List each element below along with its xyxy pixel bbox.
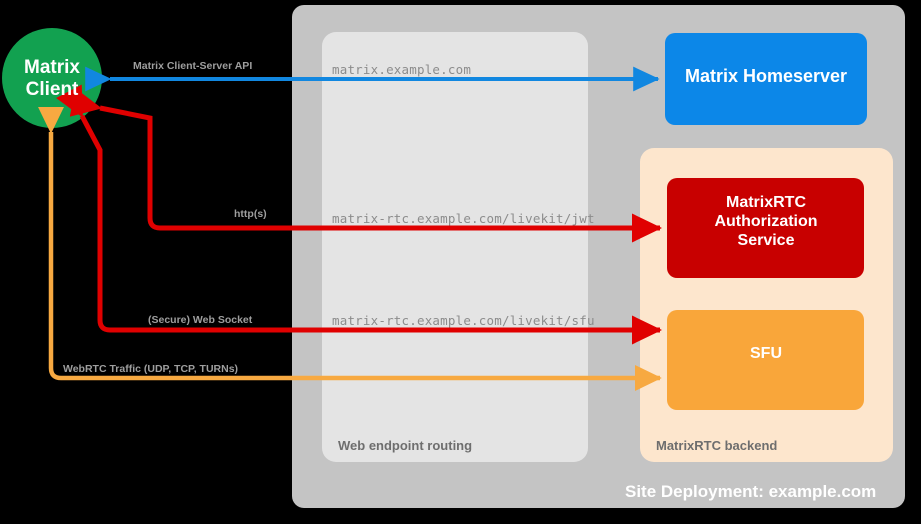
edge-webrtc-line xyxy=(37,106,662,392)
edge-label-jwt: http(s) xyxy=(234,208,267,220)
endpoint-url-jwt: matrix-rtc.example.com/livekit/jwt xyxy=(332,211,595,226)
endpoint-url-sfu: matrix-rtc.example.com/livekit/sfu xyxy=(332,313,595,328)
matrix-client-node[interactable] xyxy=(2,28,102,128)
matrixrtc-backend-label: MatrixRTC backend xyxy=(656,438,778,453)
endpoint-url-matrix: matrix.example.com xyxy=(332,62,472,77)
matrix-homeserver-node[interactable] xyxy=(665,33,867,125)
site-deployment-label: Site Deployment: example.com xyxy=(625,482,877,501)
web-endpoint-routing-box xyxy=(322,32,588,462)
edge-label-websocket: (Secure) Web Socket xyxy=(148,314,253,326)
sfu-node[interactable] xyxy=(667,310,864,410)
web-endpoint-routing-label: Web endpoint routing xyxy=(338,438,473,453)
edge-label-cs-api: Matrix Client-Server API xyxy=(133,60,253,72)
matrixrtc-auth-service-node[interactable] xyxy=(667,178,864,278)
edge-label-webrtc: WebRTC Traffic (UDP, TCP, TURNs) xyxy=(63,363,239,375)
